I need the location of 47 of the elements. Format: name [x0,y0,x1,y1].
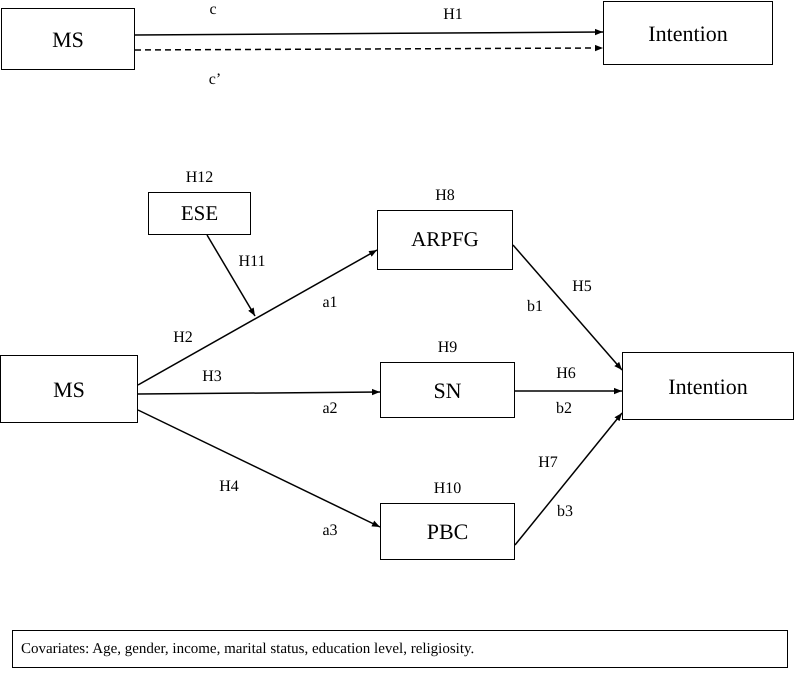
edge-label: H3 [202,369,222,385]
arrow [135,44,603,52]
node-label: ESE [180,200,218,227]
node-label: Intention [668,372,748,400]
process-box [0,355,138,423]
node-label: ARPFG [411,226,479,254]
edge-label: H5 [572,279,592,295]
path-label: b1 [527,299,543,315]
node-label: MS [53,376,85,404]
edge-label: c’ [208,72,222,88]
process-box [603,1,773,65]
arrow [138,388,380,396]
edge-label: H6 [556,366,576,382]
path-label: a3 [322,523,338,539]
arrow [138,409,380,528]
hypothesis-label: H12 [186,170,214,186]
node-label: Intention [648,20,728,48]
arrow [512,244,623,371]
edge-label: H4 [219,479,239,495]
process-box [380,503,515,560]
node-label: MS [52,26,84,54]
edge-label: H11 [238,254,266,270]
arrow [135,28,603,36]
hypothesis-label: H10 [434,481,462,497]
path-label: a2 [322,401,338,417]
path-label: a1 [322,295,338,311]
arrow [138,249,378,386]
edge-label: H2 [173,330,193,346]
process-box [148,192,251,235]
arrow [515,388,622,394]
arrow [206,234,256,316]
node-label: PBC [426,518,468,546]
node-label: Covariates: Age, gender, income, marital status, education level, religiosity. [21,640,474,659]
process-box [377,210,513,270]
process-box [1,8,135,70]
process-box [12,630,788,668]
node-label: SN [433,376,462,404]
hypothesis-label: H9 [438,340,458,356]
edge-label: H1 [443,7,463,23]
process-box [622,352,794,420]
hypothesis-label: H8 [435,188,455,204]
arrow [514,412,623,546]
edge-label: H7 [538,455,558,471]
path-label: c [209,2,217,18]
path-label: b3 [557,504,573,520]
process-box [380,362,515,418]
path-label: b2 [556,401,572,417]
